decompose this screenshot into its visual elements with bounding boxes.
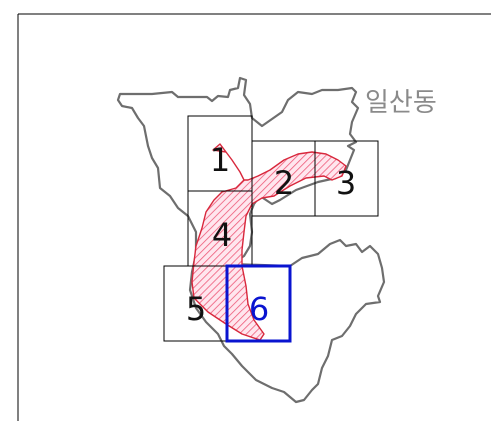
sheet-cell-6-selected[interactable]	[225, 264, 292, 343]
highlighted-area	[191, 143, 347, 341]
sheet-label-3: 3	[336, 164, 356, 202]
district-label: 일산동	[365, 88, 437, 118]
sheet-cell-3[interactable]	[314, 140, 379, 217]
sheet-label-1: 1	[210, 141, 230, 179]
sheet-label-6: 6	[249, 290, 269, 328]
sheet-label-5: 5	[186, 290, 206, 328]
sheet-grid	[163, 115, 379, 342]
district-boundary	[116, 76, 386, 404]
sheet-label-2: 2	[274, 164, 294, 202]
sheet-label-4: 4	[212, 216, 232, 254]
